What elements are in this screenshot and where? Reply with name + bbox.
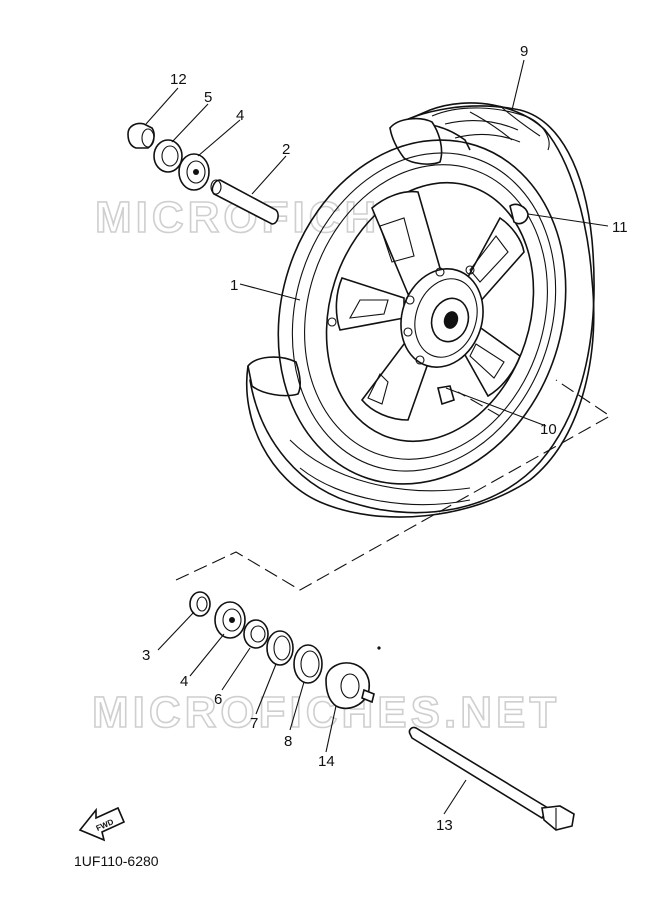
leader-lines — [145, 59, 609, 815]
callout-11: 11 — [612, 219, 628, 236]
part-6-circlip — [243, 619, 269, 649]
callout-4-upper: 4 — [236, 107, 244, 124]
callout-2: 2 — [282, 141, 290, 158]
wheel-assembly — [246, 102, 595, 518]
watermark-bottom: MICROFICHES.NET — [92, 688, 560, 737]
part-14-meter-gear — [325, 662, 375, 710]
part-13-axle — [408, 726, 575, 831]
callout-1: 1 — [230, 277, 238, 294]
callout-10: 10 — [540, 421, 557, 438]
part-3-collar — [189, 591, 211, 617]
assembly-dashed-line — [175, 379, 612, 591]
callout-4-lower: 4 — [180, 673, 188, 690]
callout-8: 8 — [284, 733, 292, 750]
callout-12: 12 — [170, 71, 187, 88]
part-2-spacer — [210, 179, 279, 225]
callout-14: 14 — [318, 753, 335, 770]
callout-7: 7 — [250, 715, 258, 732]
forward-arrow-icon: FWD — [78, 806, 126, 842]
part-8-washer — [293, 644, 323, 684]
callout-9: 9 — [520, 43, 528, 60]
part-7-oil-seal — [266, 630, 294, 666]
callout-13: 13 — [436, 817, 453, 834]
part-5-oil-seal — [153, 139, 183, 173]
callout-6: 6 — [214, 691, 222, 708]
callout-3: 3 — [142, 647, 150, 664]
part-4-bearing-lower — [214, 601, 246, 639]
callout-5: 5 — [204, 89, 212, 106]
part-4-bearing-upper — [178, 153, 210, 191]
diagram-code: 1UF110-6280 — [74, 853, 159, 869]
part-12-collar — [127, 122, 155, 149]
callouts: 12 5 4 2 1 9 11 10 3 4 6 7 8 14 13 — [142, 43, 628, 834]
